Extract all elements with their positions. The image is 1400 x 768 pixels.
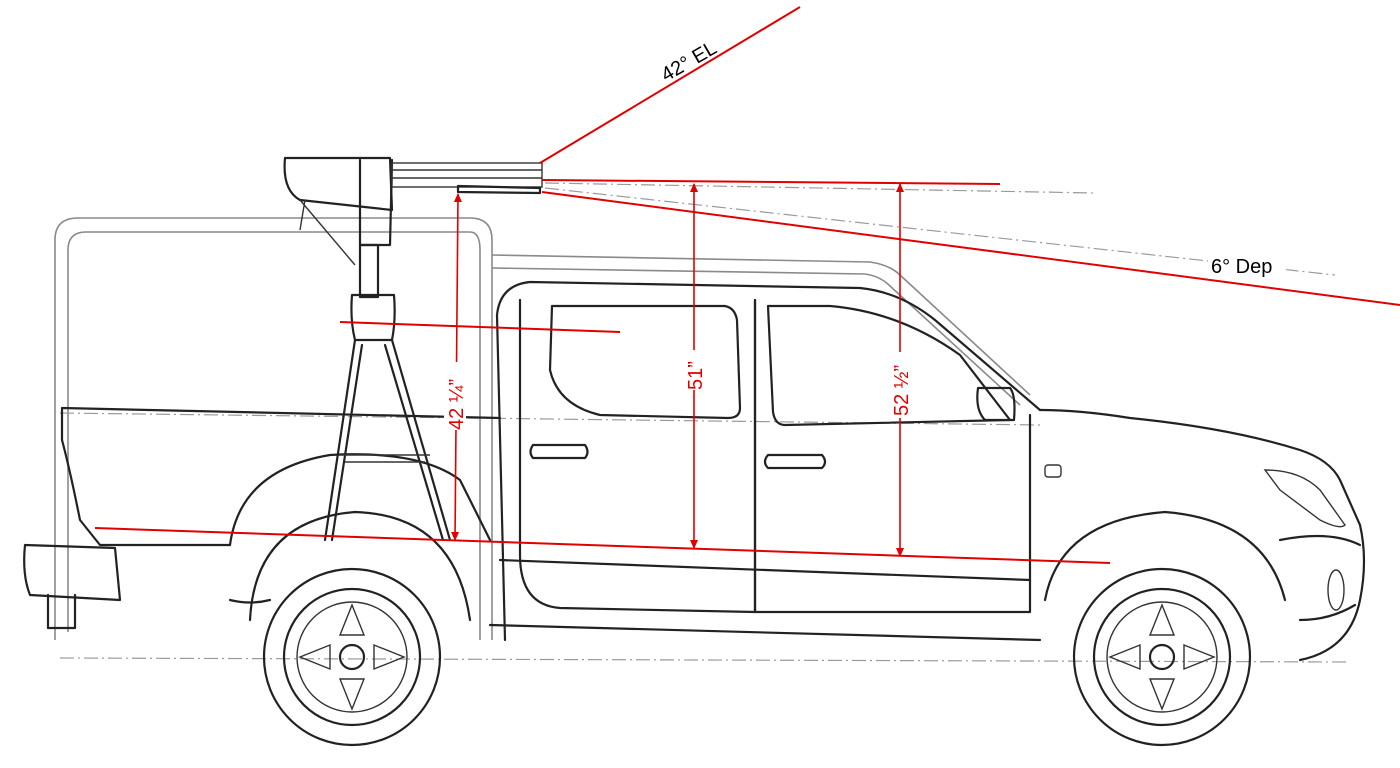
front-door-handle <box>763 453 827 470</box>
depression-line <box>541 191 1400 306</box>
rear-door-handle <box>529 443 589 460</box>
horizontal-bore-line <box>541 179 1001 185</box>
height-cab-label: 52 ½” <box>891 365 913 416</box>
height-rear-label: 42 ¼” <box>446 379 468 430</box>
mount-reference-line <box>339 321 621 333</box>
hood <box>1038 408 1366 662</box>
gun <box>283 156 543 266</box>
rear-wheel <box>262 567 442 747</box>
body-reference-line <box>94 527 1111 564</box>
cab-roof <box>495 280 1042 412</box>
roll-cage-frame <box>54 217 1031 640</box>
front-door <box>753 298 1032 614</box>
fog-light <box>1327 569 1345 611</box>
depression-label: 6° Dep <box>1211 256 1272 278</box>
height-front-label: 51” <box>685 361 707 390</box>
lower-body <box>228 558 1042 642</box>
elevation-line <box>539 6 801 164</box>
grille <box>1263 469 1346 528</box>
fuel-cap <box>1044 464 1062 478</box>
rear-door <box>518 298 757 614</box>
rear-bumper <box>23 543 122 602</box>
rear-wheel-arch <box>248 510 472 622</box>
tow-hitch <box>46 593 77 630</box>
weapon-mount-pedestal <box>323 243 452 542</box>
front-bumper <box>1278 534 1362 622</box>
front-wheel <box>1072 567 1252 747</box>
elevation-label: 42° EL <box>658 37 721 86</box>
side-mirror <box>976 386 1016 422</box>
truck-bed <box>60 406 502 547</box>
front-wheel-arch <box>1043 510 1287 602</box>
bed-side <box>228 453 492 547</box>
front-window <box>766 304 1012 427</box>
pickup-truck <box>23 280 1366 662</box>
cab-outline <box>495 313 507 642</box>
rear-window <box>548 304 742 420</box>
